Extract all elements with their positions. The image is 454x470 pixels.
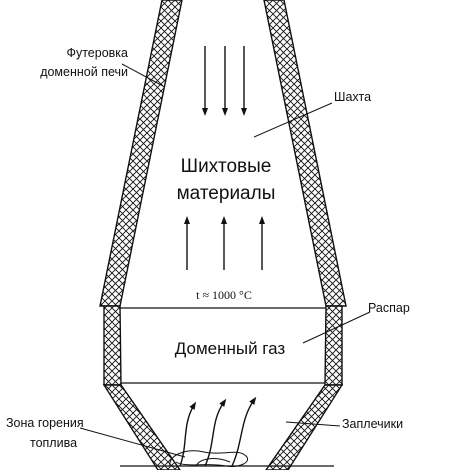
- right-bosh-wall: [265, 384, 344, 470]
- flame-arrow-1: [179, 401, 197, 467]
- right-shaft-wall: [263, 0, 347, 307]
- bosh-top-label: Распар: [368, 301, 410, 315]
- left-bosh-wall: [102, 384, 181, 470]
- combustion-leader: [79, 427, 186, 458]
- left-bosh-top-wall: [103, 305, 122, 386]
- combustion-label-line1: Зона горения: [6, 416, 84, 430]
- combustion-swirl: [169, 450, 248, 467]
- temperature-label: t ≈ 1000 °C: [196, 288, 252, 302]
- lining-label-line2: доменной печи: [40, 65, 128, 79]
- bosh-top-leader: [302, 311, 371, 344]
- flame-arrow-3: [231, 396, 257, 467]
- bosh-leader: [285, 421, 341, 427]
- flame-arrow-2: [204, 398, 227, 467]
- shaft-leader: [253, 102, 333, 138]
- lining-label-line1: Футеровка: [66, 46, 128, 60]
- combustion-swirl-2: [195, 458, 231, 467]
- blast-gas-label: Доменный газ: [175, 339, 286, 358]
- charge-label-line2: материалы: [177, 183, 276, 204]
- combustion-label-line2: топлива: [30, 436, 77, 450]
- shaft-label: Шахта: [334, 90, 371, 104]
- bosh-label: Заплечики: [342, 417, 403, 431]
- lining-leader: [121, 63, 164, 87]
- charge-label-line1: Шихтовые: [181, 156, 272, 177]
- right-bosh-top-wall: [324, 305, 343, 386]
